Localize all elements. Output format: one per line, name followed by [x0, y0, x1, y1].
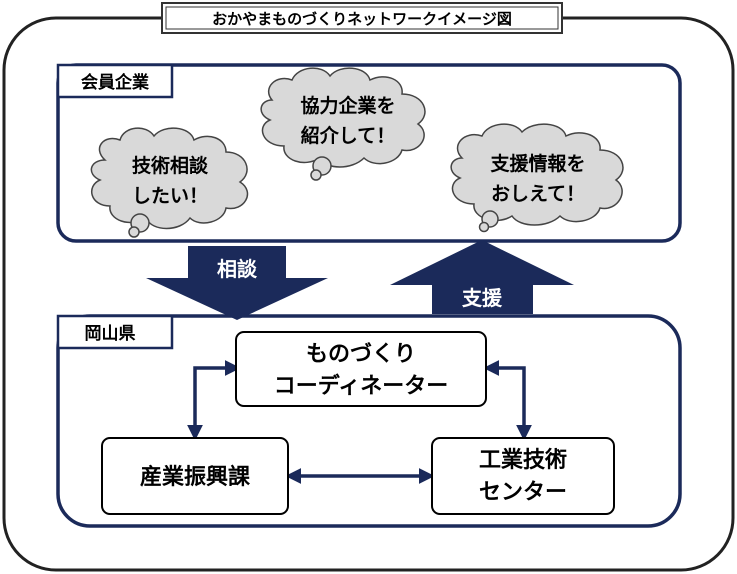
prefecture-section-label: 岡山県 — [85, 324, 136, 344]
connector-coordinator-industry — [187, 360, 241, 441]
prefecture-section-label-box: 岡山県 — [56, 314, 174, 350]
bubble-text-line: 支援情報を — [489, 152, 585, 175]
node-tech-center-line: 工業技術 — [479, 447, 567, 473]
thought-bubble-partner-intro: 協力企業を 紹介して！ — [260, 67, 426, 181]
member-section-label: 会員企業 — [81, 72, 149, 93]
node-coordinator: ものづくり コーディネーター — [235, 331, 487, 407]
thought-bubble-tech-consult: 技術相談 したい！ — [90, 127, 249, 238]
node-tech-center-line: センター — [479, 480, 567, 505]
bubble-text-line: おしえて！ — [491, 183, 585, 205]
node-coordinator-line: ものづくり — [306, 342, 416, 367]
support-arrow-up: 支援 — [390, 240, 574, 314]
diagram-title: おかやまものづくりネットワークイメージ図 — [212, 10, 512, 28]
consult-arrow-down: 相談 — [146, 246, 328, 320]
member-section-label-box: 会員企業 — [56, 63, 174, 99]
node-industry-division: 産業振興課 — [101, 437, 289, 515]
bubble-text-line: 協力企業を — [300, 94, 395, 117]
bubble-text-line: したい！ — [132, 185, 208, 207]
node-industry-division-label: 産業振興課 — [140, 464, 251, 490]
title-box: おかやまものづくりネットワークイメージ図 — [161, 2, 563, 34]
bubble-text-line: 技術相談 — [132, 154, 209, 177]
thought-bubble-support-info: 支援情報を おしえて！ — [450, 123, 624, 233]
node-coordinator-line: コーディネーター — [274, 373, 448, 399]
bubble-text-line: 紹介して！ — [301, 124, 395, 147]
support-arrow-label: 支援 — [462, 286, 503, 310]
consult-arrow-label: 相談 — [217, 257, 258, 281]
connector-coordinator-techcenter — [483, 360, 532, 441]
node-tech-center: 工業技術 センター — [431, 437, 615, 515]
